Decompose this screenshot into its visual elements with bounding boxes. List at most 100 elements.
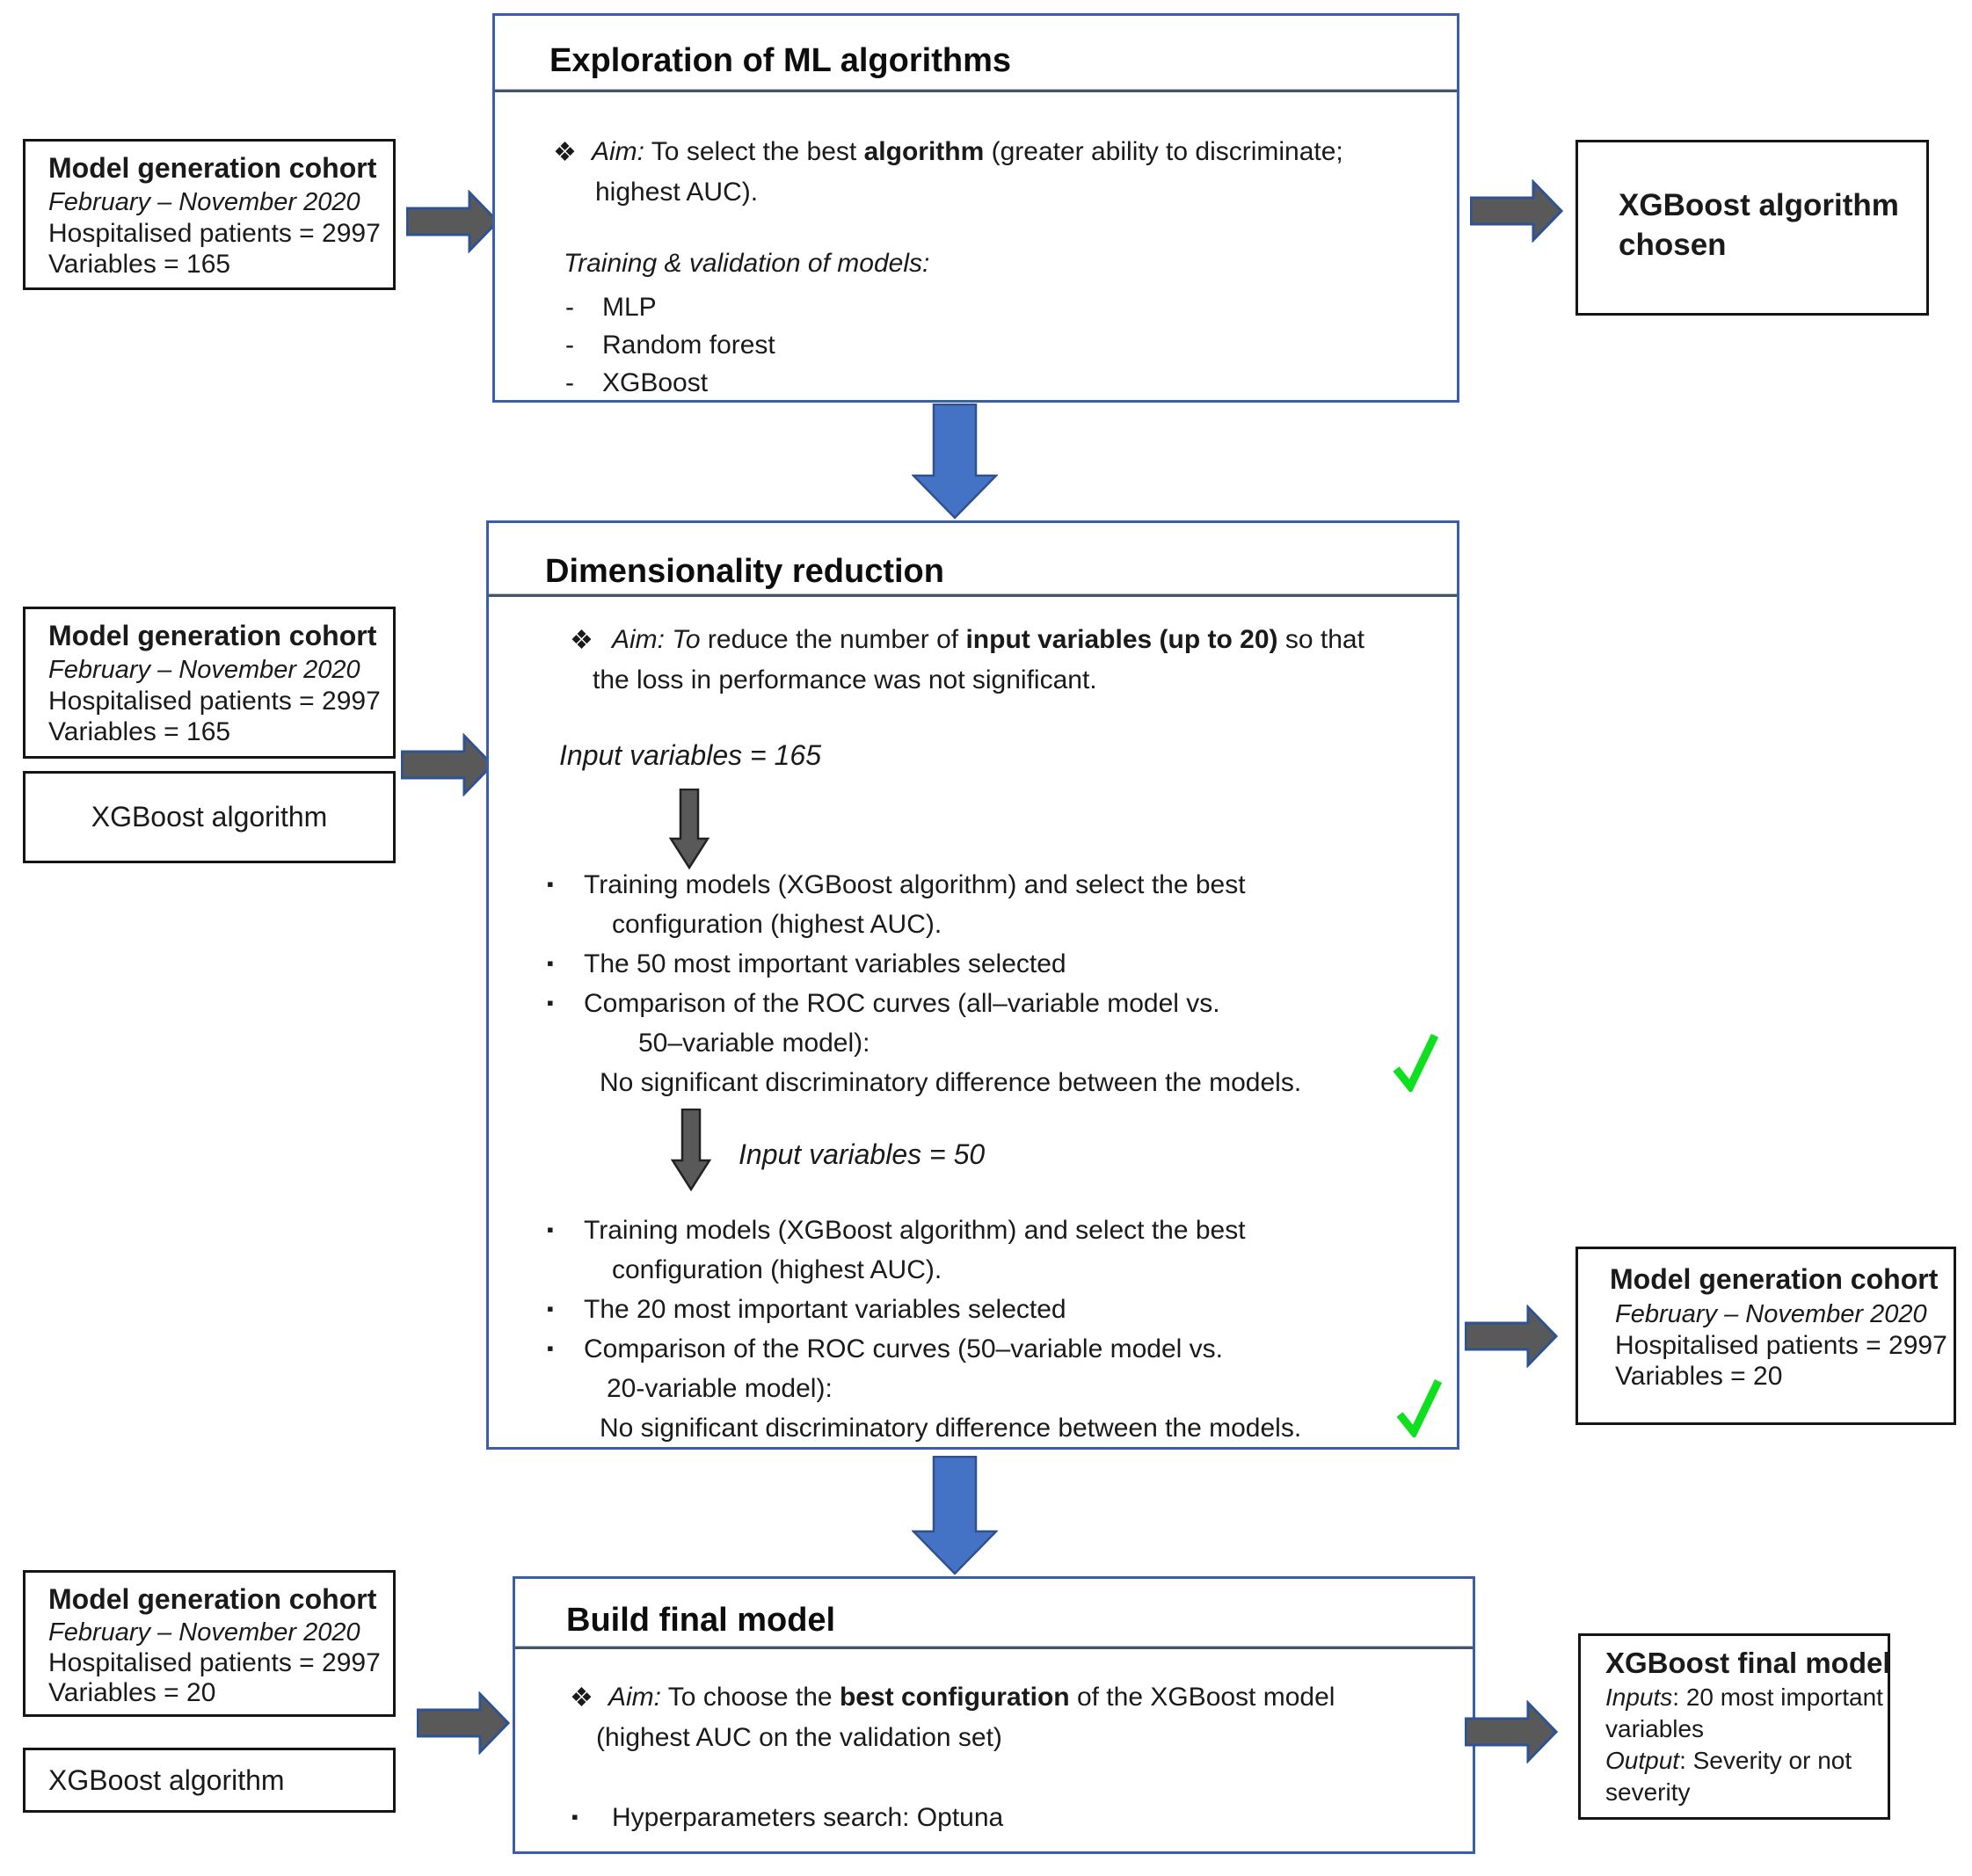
flow-arrow-right-icon bbox=[1470, 179, 1563, 243]
bullet-text: Comparison of the ROC curves (50–variabl… bbox=[584, 1334, 1223, 1363]
model-label: XGBoost bbox=[602, 368, 709, 397]
aim-bullet-icon: ❖ bbox=[570, 626, 593, 655]
bullet-text-cont: configuration (highest AUC). bbox=[612, 910, 942, 939]
flow-arrow-down-icon bbox=[912, 1456, 998, 1575]
cohort-period: February – November 2020 bbox=[1615, 1300, 1927, 1328]
header-divider bbox=[495, 89, 1457, 92]
aim-line1: Aim: To reduce the number of input varia… bbox=[612, 625, 1364, 656]
bullet-note: No significant discriminatory difference… bbox=[600, 1414, 1302, 1443]
aim-line2: (highest AUC on the validation set) bbox=[596, 1723, 1002, 1752]
square-bullet-icon: ▪ bbox=[547, 873, 554, 895]
bullet-item: ▪ Comparison of the ROC curves (50–variab… bbox=[547, 1334, 1223, 1365]
square-bullet-icon: ▪ bbox=[571, 1806, 579, 1828]
bullet-item: ▪Training models (XGBoost algorithm) and… bbox=[547, 1216, 1246, 1247]
stage3-result-box: XGBoost final model Inputs: 20 most impo… bbox=[1578, 1633, 1891, 1820]
cohort-period: February – November 2020 bbox=[48, 1618, 360, 1647]
cohort-patients: Hospitalised patients = 2997 bbox=[48, 219, 381, 248]
cohort-title: Model generation cohort bbox=[48, 1583, 377, 1615]
final-model-inputs: Inputs: 20 most important bbox=[1605, 1683, 1883, 1712]
aim-bold-text: best configuration bbox=[839, 1683, 1070, 1712]
square-bullet-icon: ▪ bbox=[547, 1298, 554, 1320]
cohort-variables: Variables = 20 bbox=[48, 1678, 216, 1707]
bullet-item: ▪Hyperparameters search: Optuna bbox=[571, 1803, 1003, 1834]
square-bullet-icon: ▪ bbox=[547, 952, 554, 974]
cohort-title: Model generation cohort bbox=[1610, 1263, 1939, 1295]
bullet-text-cont: 50–variable model): bbox=[638, 1029, 870, 1058]
dash-icon: - bbox=[565, 331, 574, 360]
small-arrow-down-icon bbox=[669, 789, 709, 869]
cohort-variables: Variables = 20 bbox=[1615, 1362, 1783, 1391]
aim-bullet-icon: ❖ bbox=[570, 1683, 593, 1712]
aim-text: To choose the bbox=[661, 1683, 840, 1712]
aim-line1: Aim: To choose the best configuration of… bbox=[608, 1683, 1335, 1713]
aim-label: Aim: bbox=[592, 137, 644, 166]
cohort-patients: Hospitalised patients = 2997 bbox=[48, 687, 381, 716]
bullet-text-cont: 20-variable model): bbox=[607, 1374, 833, 1403]
algorithm-label: XGBoost algorithm bbox=[48, 1763, 285, 1796]
build-final-model-title: Build final model bbox=[566, 1602, 836, 1639]
stage3-algorithm-box: XGBoost algorithm bbox=[23, 1748, 396, 1813]
aim-text: To select the best bbox=[644, 137, 864, 166]
aim-text-post: of the XGBoost model bbox=[1069, 1683, 1335, 1712]
header-divider bbox=[515, 1646, 1473, 1649]
bullet-text: Training models (XGBoost algorithm) and … bbox=[584, 1216, 1246, 1245]
aim-text-post: so that bbox=[1277, 625, 1364, 654]
build-final-model-box: Build final model ❖ Aim: To choose the b… bbox=[513, 1576, 1475, 1854]
aim-text-post: (greater ability to discriminate; bbox=[984, 137, 1343, 166]
cohort-title: Model generation cohort bbox=[48, 620, 377, 651]
flow-arrow-right-icon bbox=[406, 190, 499, 253]
square-bullet-icon: ▪ bbox=[547, 1337, 554, 1359]
bullet-item: ▪ The 50 most important variables selecte… bbox=[547, 949, 1066, 980]
inputs-label: Inputs bbox=[1605, 1683, 1673, 1711]
bullet-text: Comparison of the ROC curves (all–variab… bbox=[584, 989, 1220, 1018]
flow-arrow-right-icon bbox=[1465, 1700, 1558, 1763]
aim-label: Aim: To bbox=[612, 625, 701, 654]
small-arrow-down-icon bbox=[671, 1109, 711, 1191]
stage2-cohort-box: Model generation cohort February – Novem… bbox=[23, 607, 396, 759]
model-label: Random forest bbox=[602, 331, 775, 360]
final-model-title: XGBoost final model bbox=[1605, 1647, 1891, 1679]
output-label: Output bbox=[1605, 1747, 1680, 1774]
bullet-item: ▪Comparison of the ROC curves (all–varia… bbox=[547, 989, 1220, 1020]
final-model-output: Output: Severity or not bbox=[1605, 1747, 1852, 1775]
bullet-text-cont: configuration (highest AUC). bbox=[612, 1255, 942, 1284]
flow-arrow-down-icon bbox=[912, 404, 998, 520]
input-variables-50-label: Input variables = 50 bbox=[739, 1138, 986, 1170]
aim-bullet-icon: ❖ bbox=[553, 138, 577, 167]
input-variables-165-label: Input variables = 165 bbox=[559, 739, 821, 771]
cohort-variables: Variables = 165 bbox=[48, 250, 231, 279]
cohort-period: February – November 2020 bbox=[48, 188, 360, 216]
result-line2: chosen bbox=[1619, 228, 1727, 262]
model-list-item: -MLP bbox=[565, 293, 657, 324]
bullet-text: The 20 most important variables selected bbox=[584, 1295, 1066, 1324]
bullet-item: ▪ Training models (XGBoost algorithm) and… bbox=[547, 870, 1246, 901]
cohort-period: February – November 2020 bbox=[48, 656, 360, 684]
bullet-item: ▪ The 20 most important variables selecte… bbox=[547, 1295, 1066, 1326]
aim-line2: the loss in performance was not signific… bbox=[593, 665, 1097, 694]
aim-bold-text: input variables (up to 20) bbox=[965, 625, 1278, 654]
header-divider bbox=[489, 593, 1457, 597]
algorithm-label: XGBoost algorithm bbox=[91, 801, 328, 833]
final-model-output-line2: severity bbox=[1605, 1778, 1691, 1806]
dash-icon: - bbox=[565, 293, 574, 322]
training-heading: Training & validation of models: bbox=[564, 249, 930, 278]
exploration-title: Exploration of ML algorithms bbox=[549, 42, 1011, 79]
inputs-text: : 20 most important bbox=[1672, 1683, 1883, 1711]
stage2-result-box: Model generation cohort February – Novem… bbox=[1575, 1247, 1956, 1425]
model-label: MLP bbox=[602, 293, 657, 322]
stage1-cohort-box: Model generation cohort February – Novem… bbox=[23, 139, 396, 290]
stage2-algorithm-box: XGBoost algorithm bbox=[23, 771, 396, 863]
stage3-cohort-box: Model generation cohort February – Novem… bbox=[23, 1570, 396, 1717]
stage1-result-box: XGBoost algorithm chosen bbox=[1575, 140, 1929, 316]
bullet-text: Training models (XGBoost algorithm) and … bbox=[584, 870, 1246, 899]
check-icon bbox=[1393, 1030, 1438, 1092]
cohort-variables: Variables = 165 bbox=[48, 717, 231, 746]
aim-text: reduce the number of bbox=[700, 625, 966, 654]
flow-arrow-right-icon bbox=[401, 733, 494, 796]
output-text: : Severity or not bbox=[1679, 1747, 1852, 1774]
bullet-text: The 50 most important variables selected bbox=[584, 949, 1066, 978]
cohort-title: Model generation cohort bbox=[48, 152, 377, 184]
result-line1: XGBoost algorithm bbox=[1619, 188, 1899, 222]
aim-bold-text: algorithm bbox=[863, 137, 985, 166]
